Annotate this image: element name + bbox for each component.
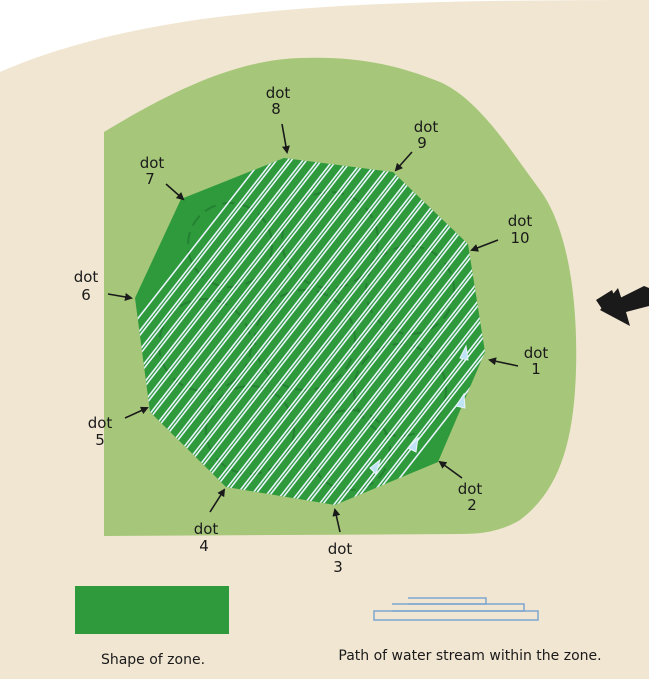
dot-5-word: dot [88, 414, 113, 432]
dot-4-word: dot [194, 520, 219, 538]
stream-strip [318, 158, 485, 505]
dot-4-arrow [209, 488, 226, 513]
stream-strip [135, 158, 422, 505]
legend-zone-label: Shape of zone. [101, 652, 205, 668]
dot-9-number: 9 [417, 134, 427, 152]
stream-strip [168, 158, 467, 505]
dot-arrows [107, 123, 519, 533]
stream-strip [153, 158, 452, 505]
dot-6-word: dot [74, 268, 99, 286]
stream-strip [135, 158, 317, 505]
stream-strip [183, 158, 482, 505]
dot-7-number: 7 [145, 170, 155, 188]
dot-2-arrow [438, 460, 463, 479]
stream-strip [333, 158, 485, 505]
stream-strip [135, 158, 362, 505]
water-stream-path [135, 158, 485, 505]
legend-zone-swatch [75, 586, 229, 634]
dot-10-word: dot [508, 212, 533, 230]
stream-direction-arrows [369, 344, 469, 475]
stream-strip [213, 158, 485, 505]
stream-strip [303, 158, 485, 505]
legend-stream-swatch [373, 597, 539, 621]
dot-7-word: dot [140, 154, 165, 172]
dot-1-arrow [488, 357, 519, 367]
legend-path-label: Path of water stream within the zone. [338, 648, 601, 664]
stream-strip [135, 158, 377, 505]
dot-5-number: 5 [95, 431, 105, 449]
stream-strip [138, 158, 437, 505]
dot-8-number: 8 [271, 100, 281, 118]
stream-strip [288, 158, 485, 505]
dot-6-number: 6 [81, 286, 91, 304]
dot-2-number: 2 [467, 496, 477, 514]
stream-strip [135, 158, 302, 505]
stream-strip [198, 158, 485, 505]
dot-9-arrow [394, 151, 413, 172]
stream-strip [258, 158, 485, 505]
dot-3-arrow [332, 508, 341, 533]
stream-strip [273, 158, 485, 505]
dot-1-number: 1 [531, 360, 541, 378]
stream-strip [135, 158, 392, 505]
stream-arrow [369, 458, 381, 475]
dot-8-arrow [281, 123, 290, 154]
dot-3-word: dot [328, 540, 353, 558]
stream-strip [135, 158, 287, 505]
dot-3-number: 3 [333, 558, 343, 576]
dot-8-word: dot [266, 84, 291, 102]
dot-labels: dot 1 dot 2 dot 3 dot 4 dot 5 dot 6 dot … [74, 84, 549, 576]
stream-strip [135, 158, 347, 505]
stream-arrow [459, 344, 469, 361]
dot-5-arrow [124, 406, 149, 419]
large-arrow-head [600, 288, 649, 326]
stream-arrow [455, 392, 466, 409]
dot-2-word: dot [458, 480, 483, 498]
stream-strip [243, 158, 485, 505]
dot-7-arrow [165, 183, 185, 201]
dot-4-number: 4 [199, 537, 209, 555]
stream-strip [135, 158, 407, 505]
dot-9-word: dot [414, 118, 439, 136]
dot-1-word: dot [524, 344, 549, 362]
dot-6-arrow [107, 293, 133, 301]
dot-10-number: 10 [510, 229, 529, 247]
stream-arrow [407, 436, 419, 453]
stream-strip [135, 158, 332, 505]
dot-10-arrow [470, 239, 499, 252]
stream-strip [228, 158, 485, 505]
